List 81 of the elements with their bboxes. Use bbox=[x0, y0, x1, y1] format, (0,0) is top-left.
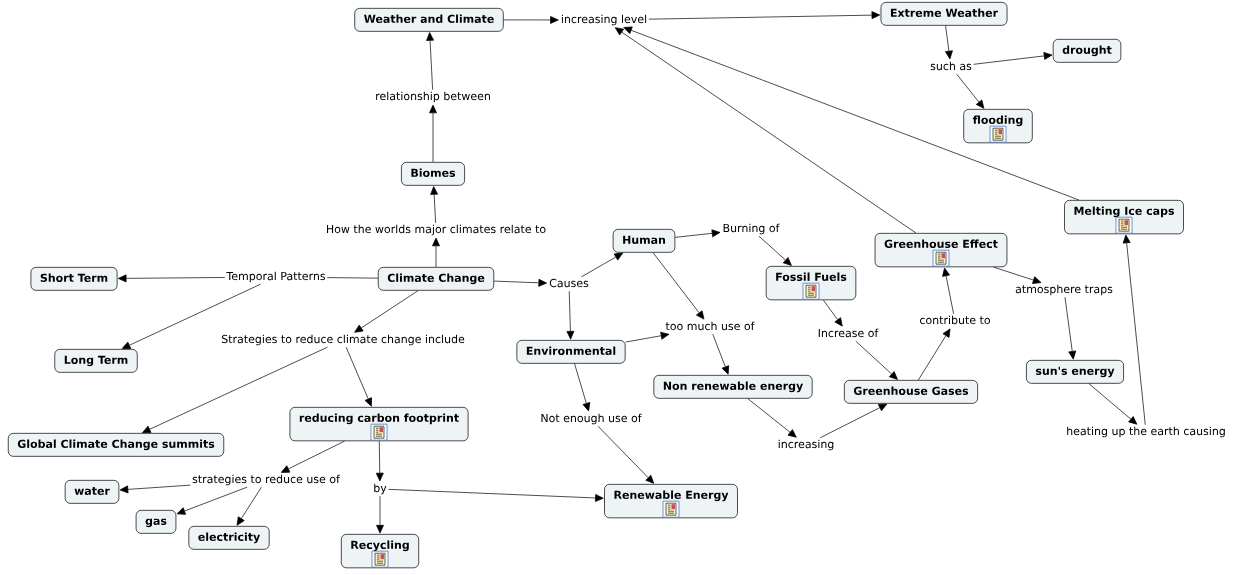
arrow bbox=[819, 403, 888, 439]
arrow bbox=[280, 440, 345, 473]
arrow bbox=[432, 237, 440, 268]
arrow bbox=[614, 27, 917, 234]
arrow bbox=[119, 484, 191, 494]
linking-phrase: increasing bbox=[778, 439, 834, 451]
linking-phrase: relationship between bbox=[376, 91, 490, 103]
linking-phrase: too much use of bbox=[665, 321, 755, 331]
concept-box: Greenhouse Gases bbox=[844, 380, 978, 404]
arrow bbox=[493, 278, 547, 287]
linking-phrase: increasing level bbox=[561, 14, 647, 26]
linking-phrase: atmosphere traps bbox=[1015, 284, 1113, 296]
concept-box: Greenhouse Effect bbox=[874, 233, 1008, 268]
arrow bbox=[503, 16, 559, 24]
linking-phrase: Increase of bbox=[818, 328, 879, 338]
concept-box: Melting Ice caps bbox=[1064, 200, 1184, 235]
arrow bbox=[121, 283, 261, 349]
arrow bbox=[945, 25, 953, 60]
arrow bbox=[345, 346, 372, 407]
arrow bbox=[426, 32, 434, 91]
linking-phrase: by bbox=[374, 483, 387, 495]
arrow bbox=[623, 26, 1080, 201]
concept-box: Long Term bbox=[54, 349, 138, 373]
arrow bbox=[652, 252, 705, 320]
arrow bbox=[375, 440, 384, 482]
arrow bbox=[625, 331, 670, 343]
arrow bbox=[942, 267, 954, 315]
linking-phrase: contribute to bbox=[920, 315, 990, 325]
linking-phrase: Temporal Patterns bbox=[226, 271, 326, 283]
linking-phrase: heating up the earth causing bbox=[1067, 426, 1225, 438]
arrow bbox=[823, 299, 843, 327]
arrow bbox=[855, 340, 898, 380]
concept-box: Weather and Climate bbox=[354, 8, 504, 32]
arrow bbox=[758, 235, 792, 266]
concept-box: Human bbox=[612, 229, 676, 253]
arrow bbox=[376, 495, 384, 534]
arrow bbox=[712, 333, 729, 375]
arrow bbox=[597, 425, 655, 484]
concept-box: Global Climate Change summits bbox=[7, 433, 225, 457]
arrow bbox=[388, 489, 604, 502]
arrow bbox=[747, 398, 797, 438]
linking-phrase: Not enough use of bbox=[541, 413, 642, 425]
linking-phrase: Strategies to reduce climate change include bbox=[221, 334, 465, 346]
linking-phrase: strategies to reduce use of bbox=[192, 474, 341, 486]
concept-box: Non renewable energy bbox=[653, 374, 813, 399]
concept-box: Fossil Fuels bbox=[765, 266, 857, 301]
concept-box: electricity bbox=[188, 526, 270, 550]
arrow bbox=[236, 486, 262, 526]
concept-box: Biomes bbox=[401, 162, 465, 186]
arrow bbox=[176, 486, 248, 515]
concept-box: Renewable Energy bbox=[604, 484, 738, 519]
arrow bbox=[1088, 383, 1138, 425]
concept-box: water bbox=[64, 479, 120, 504]
linking-phrase: Causes bbox=[549, 278, 589, 288]
arrow bbox=[566, 290, 575, 340]
concept-box: sun's energy bbox=[1026, 360, 1124, 384]
concept-box: drought bbox=[1052, 39, 1122, 63]
arrow bbox=[993, 266, 1042, 284]
arrow bbox=[581, 252, 624, 278]
arrow bbox=[918, 328, 951, 381]
concept-box: reducing carbon footprint bbox=[289, 407, 469, 442]
concept-box: Climate Change bbox=[377, 267, 495, 291]
arrow bbox=[674, 229, 721, 238]
linking-phrase: How the worlds major climates relate to bbox=[327, 224, 546, 236]
arrow bbox=[354, 290, 419, 333]
concept-box: Extreme Weather bbox=[880, 2, 1008, 26]
arrow bbox=[429, 104, 437, 163]
arrow bbox=[118, 274, 226, 283]
arrow bbox=[430, 186, 438, 224]
arrow bbox=[1122, 234, 1146, 426]
linking-phrase: such as bbox=[930, 61, 972, 71]
arrow bbox=[142, 346, 328, 433]
linking-phrase: Burning of bbox=[723, 223, 780, 235]
concept-box: Short Term bbox=[30, 267, 118, 291]
arrow bbox=[956, 73, 985, 109]
arrow bbox=[1064, 296, 1077, 360]
arrow bbox=[973, 52, 1053, 65]
arrow bbox=[574, 363, 591, 412]
concept-box: Environmental bbox=[516, 340, 626, 364]
arrow bbox=[648, 11, 881, 20]
concept-box: gas bbox=[135, 510, 177, 534]
